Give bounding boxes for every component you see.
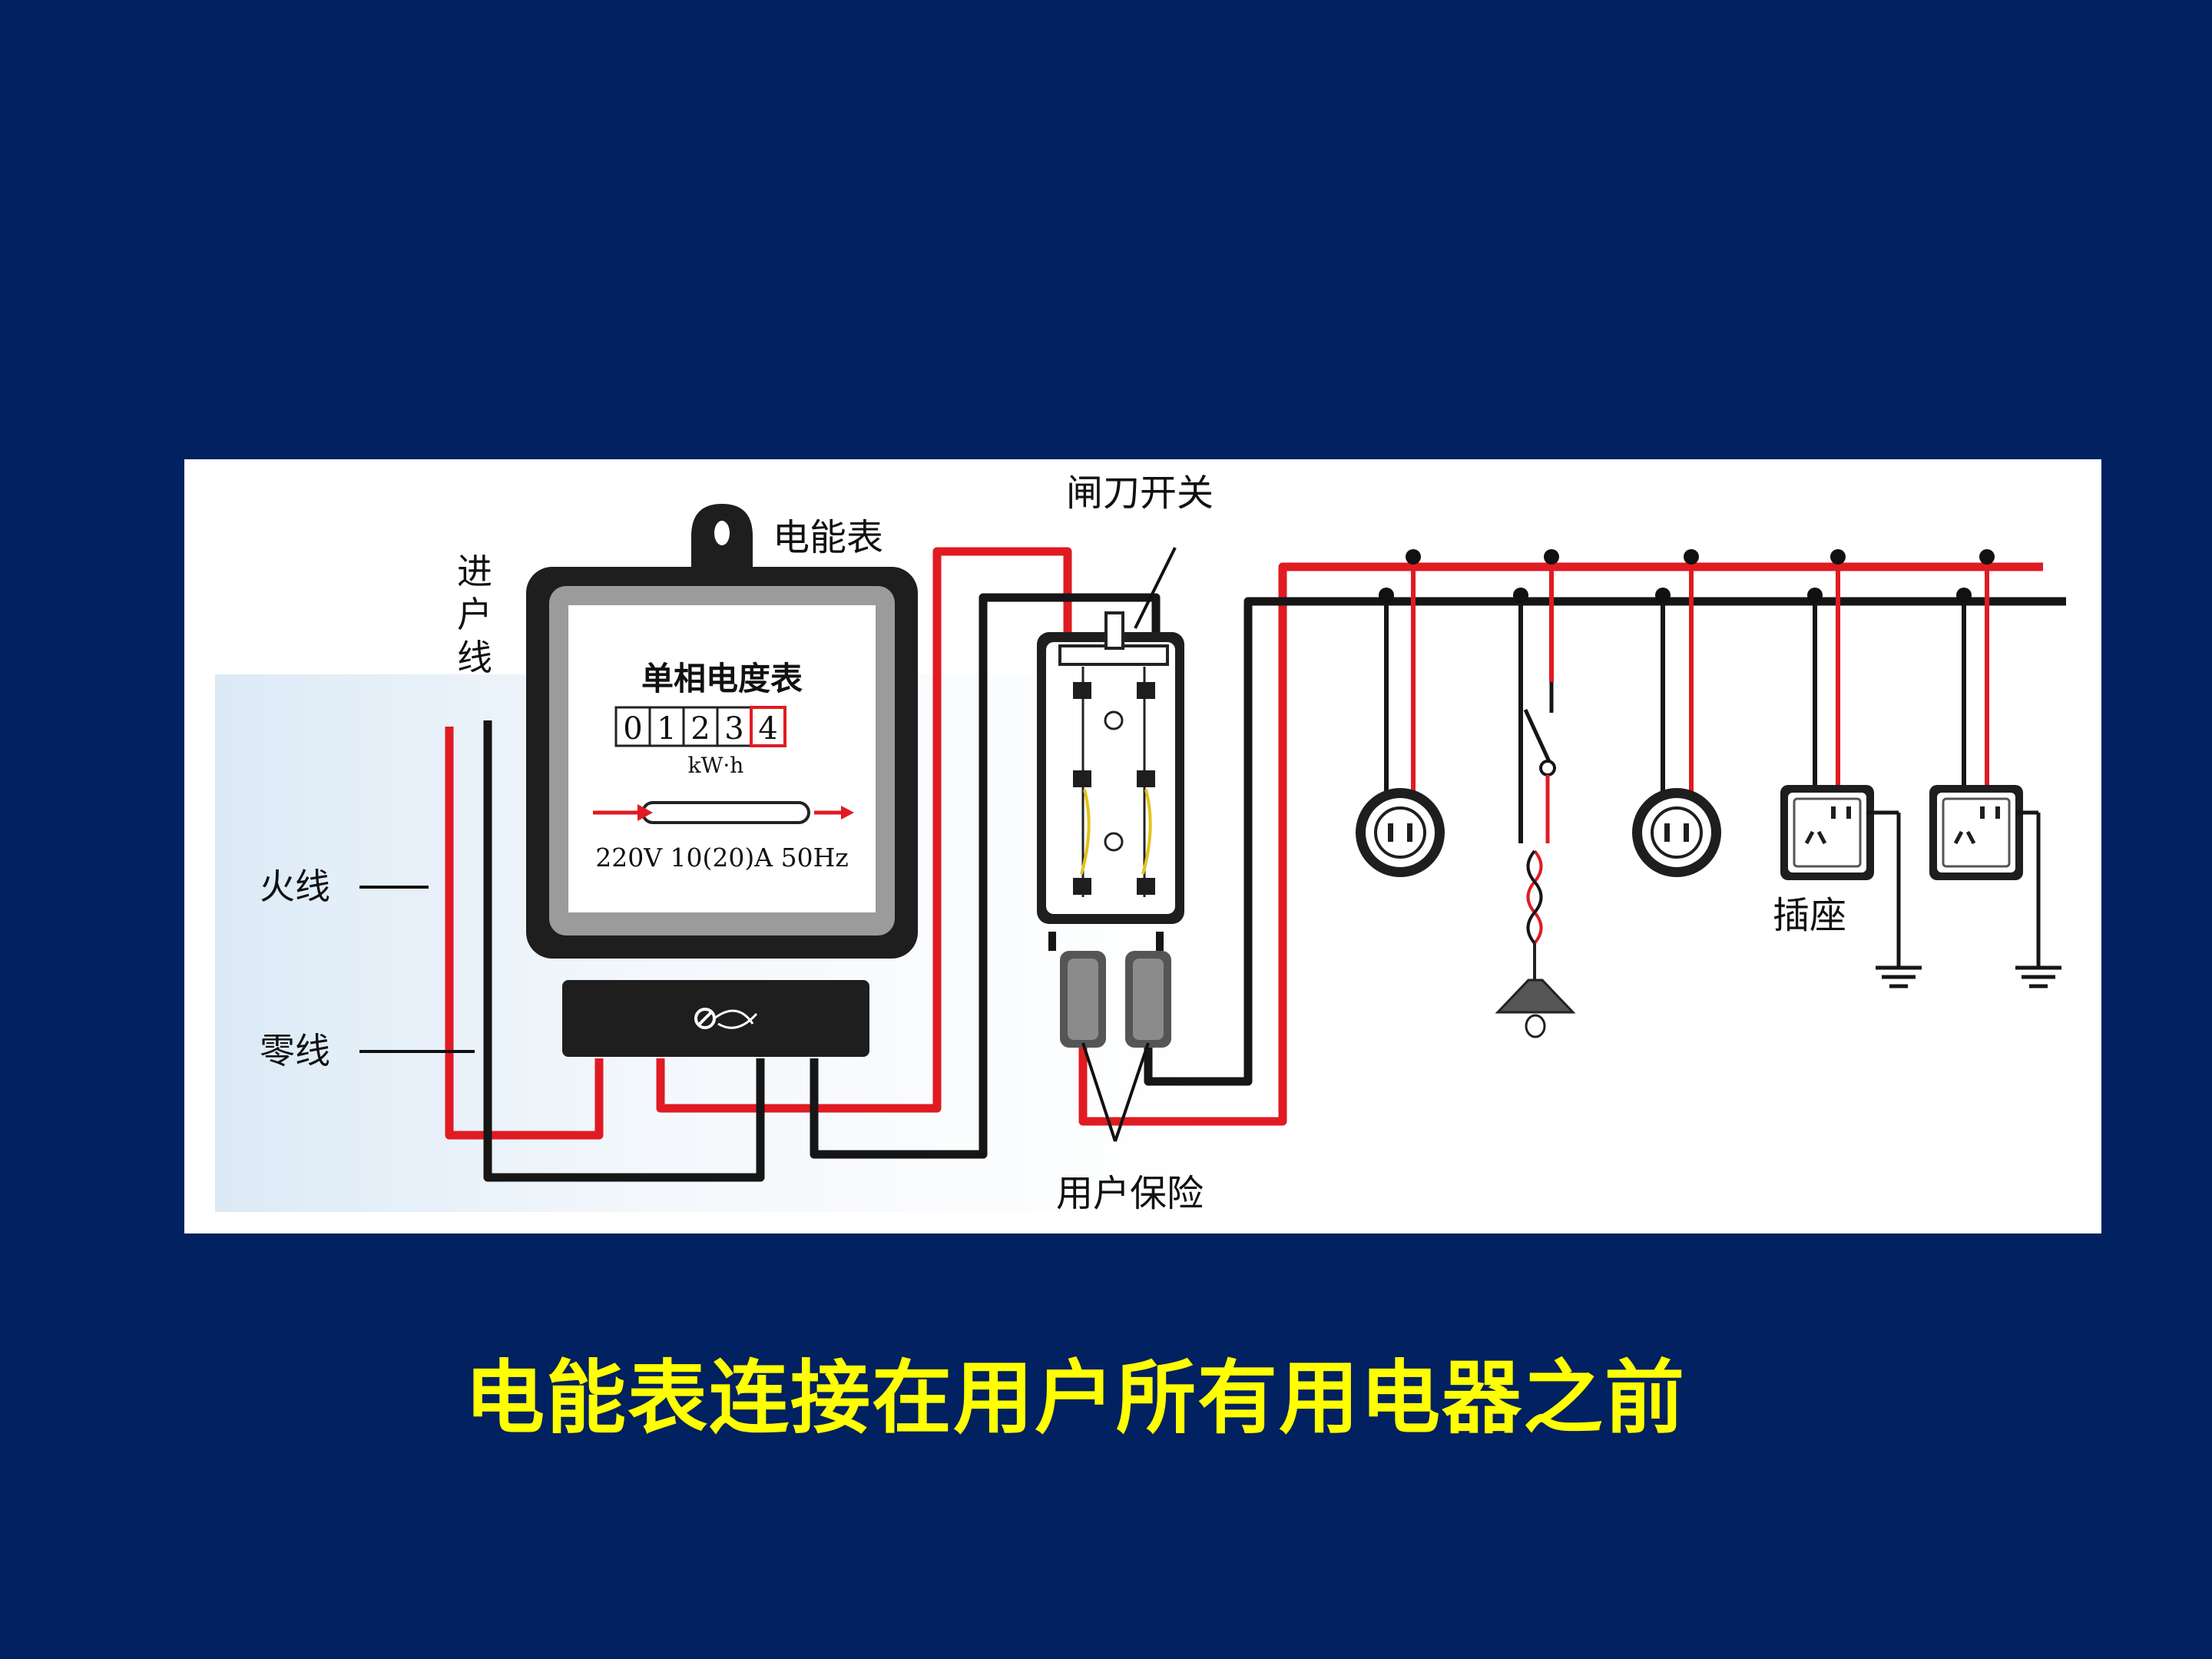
- round-socket-2: [1632, 788, 1721, 877]
- junction-dots: [1379, 549, 1995, 603]
- knife-switch: [1037, 611, 1184, 924]
- incoming-line-char-3: 线: [457, 637, 492, 678]
- three-pin-socket-2: [1929, 785, 2061, 988]
- energy-meter: [526, 504, 918, 1057]
- meter-rating: 220V 10(20)A 50Hz: [595, 843, 849, 873]
- meter-face: [568, 605, 876, 912]
- meter-digits: [614, 706, 786, 747]
- lamp-with-switch: [1495, 682, 1576, 1038]
- live-wires: [445, 547, 2043, 1140]
- user-fuses: [1048, 932, 1171, 1048]
- round-socket-1: [1356, 788, 1445, 877]
- load-drops: [1384, 567, 1989, 843]
- meter-digit-4: 3: [724, 711, 743, 747]
- meter-rotor-window: [641, 801, 810, 824]
- meter-label: 电能表: [773, 516, 883, 559]
- slide-caption: 电能表连接在用户所有用电器之前: [464, 1351, 1686, 1445]
- meter-unit: kW·h: [688, 753, 744, 778]
- incoming-line-char-2: 户: [457, 594, 492, 635]
- meter-digit-1: 0: [623, 711, 642, 747]
- meter-digit-5: 4: [758, 711, 777, 747]
- pointer-lines: [359, 547, 1177, 1142]
- incoming-line-label: 进 户 线: [457, 551, 492, 678]
- meter-digit-3: 2: [690, 711, 710, 747]
- knife-switch-label: 闸刀开关: [1066, 472, 1214, 515]
- user-fuse-label: 用户保险: [1056, 1172, 1204, 1215]
- socket-label: 插座: [1773, 894, 1846, 937]
- three-pin-socket-1: [1780, 785, 1922, 988]
- incoming-line-char-1: 进: [457, 551, 492, 592]
- wiring-diagram: 进 户 线 火线 零线 电能表 闸刀开关 用户保险 插座 单相电度表 0 1 2…: [184, 459, 2101, 1233]
- meter-digit-2: 1: [657, 711, 676, 747]
- live-wire-label: 火线: [260, 866, 330, 907]
- neutral-wire-label: 零线: [260, 1030, 330, 1071]
- meter-title: 单相电度表: [641, 660, 803, 697]
